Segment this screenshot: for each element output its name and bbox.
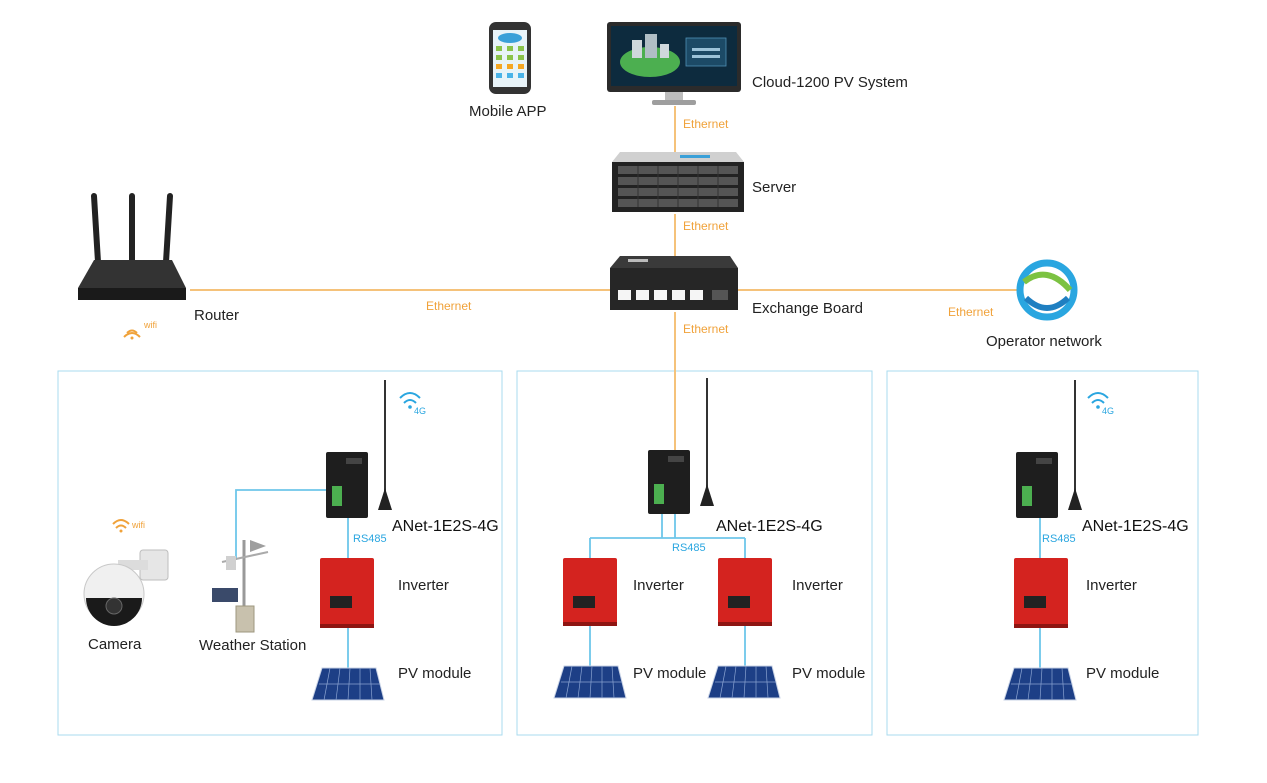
gateway-device-site-2 [648, 378, 714, 514]
inverter-icon-site-1 [320, 558, 374, 628]
pv-module-icon-site-2b [707, 665, 781, 699]
inverter-icon-site-2b [718, 558, 772, 626]
site-2-pv-b-label: PV module [792, 665, 866, 682]
mobile-app-label: Mobile APP [469, 103, 547, 120]
router-label: Router [194, 307, 240, 324]
site-panel-3 [886, 370, 1199, 736]
server-label: Server [752, 179, 797, 196]
ethernet-label-server-switch: Ethernet [683, 219, 729, 233]
camera-wifi-icon [112, 519, 130, 533]
exchange-board-label: Exchange Board [752, 300, 863, 317]
site-3-rs485-label: RS485 [1042, 533, 1076, 545]
pv-module-icon-site-3 [1003, 667, 1077, 701]
camera-icon [83, 549, 169, 626]
gateway-device-site-1 [326, 380, 392, 518]
gateway-device-site-3 [1016, 380, 1082, 518]
camera-label: Camera [88, 636, 142, 653]
router-wifi-icon [123, 329, 141, 340]
site-2-inverter-b-label: Inverter [792, 577, 843, 594]
cloud-system-label: Cloud-1200 PV System [752, 74, 908, 91]
site-2-gateway-label: ANet-1E2S-4G [716, 518, 823, 535]
site-3-gateway-label: ANet-1E2S-4G [1082, 518, 1189, 535]
site-3-inverter-label: Inverter [1086, 577, 1137, 594]
site-2-pv-a-label: PV module [633, 665, 707, 682]
camera-wifi-label: wifi [132, 520, 145, 530]
pv-module-icon-site-1 [311, 667, 385, 701]
site-1-inverter-label: Inverter [398, 577, 449, 594]
weather-station-label: Weather Station [199, 637, 307, 654]
ethernet-label-switch-site: Ethernet [683, 322, 729, 336]
operator-network-logo [1016, 259, 1078, 321]
rs485-links [235, 489, 1041, 668]
inverter-icon-site-2a [563, 558, 617, 626]
mobile-phone-icon [489, 22, 531, 94]
site-2-rs485-label: RS485 [672, 542, 706, 554]
operator-network-label: Operator network [986, 333, 1102, 350]
router-icon [78, 193, 186, 300]
site-3-pv-label: PV module [1086, 665, 1160, 682]
inverter-icon-site-3 [1014, 558, 1068, 628]
weather-station-icon [212, 540, 269, 633]
signal-4g-icon-site-3 [1087, 392, 1109, 409]
signal-4g-icon-site-1 [399, 392, 421, 409]
ethernet-label-monitor-server: Ethernet [683, 117, 729, 131]
pv-module-icon-site-2a [553, 665, 627, 699]
site-panel-2 [516, 370, 873, 736]
site-2-inverter-a-label: Inverter [633, 577, 684, 594]
ethernet-label-switch-operator: Ethernet [948, 305, 994, 319]
server-icon [612, 152, 744, 212]
switch-icon [610, 256, 738, 310]
site-1-rs485-label: RS485 [353, 533, 387, 545]
ethernet-links [190, 106, 1018, 456]
site-3-4g-label: 4G [1102, 406, 1115, 416]
router-wifi-label: wifi [144, 320, 157, 330]
ethernet-label-router-switch: Ethernet [426, 299, 472, 313]
site-1-pv-label: PV module [398, 665, 472, 682]
site-panel-1 [57, 370, 503, 736]
site-1-gateway-label: ANet-1E2S-4G [392, 518, 499, 535]
monitor-icon [607, 22, 741, 105]
site-1-4g-label: 4G [414, 406, 427, 416]
